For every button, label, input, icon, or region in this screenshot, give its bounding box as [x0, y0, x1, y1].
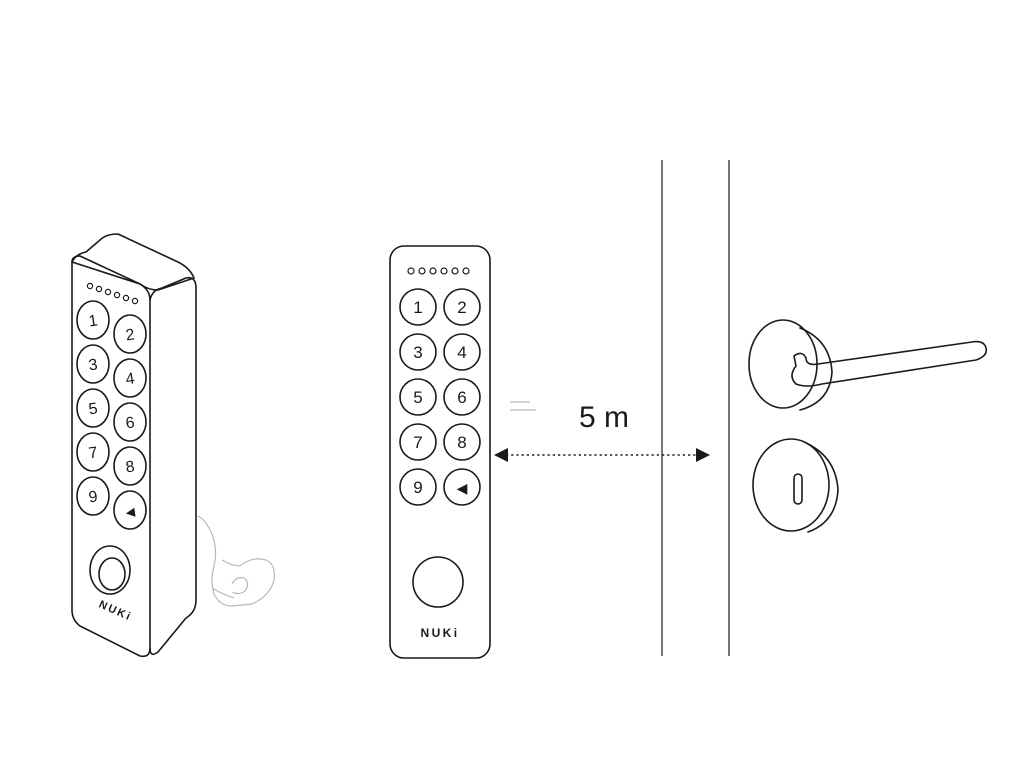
keypad-iso-key-shape: [76, 432, 110, 472]
hand-icon: [197, 515, 275, 607]
keypad-iso-key-label: 2: [125, 326, 136, 344]
keypad-iso-key-label: 7: [88, 444, 99, 462]
keypad-iso-key-shape: [113, 314, 147, 354]
keypad-iso-key-label: 9: [88, 488, 99, 506]
backspace-icon: ◀: [457, 480, 468, 496]
keypad-key-circle: [443, 468, 481, 506]
keypad-side-face: [149, 276, 197, 656]
keypad-front: 1 2 3 4 5 6 7 8 9 ◀ NUKi: [389, 245, 491, 659]
keypad-key-label: 4: [457, 343, 466, 362]
keypad-key-circle: [443, 333, 481, 371]
fingerprint-iso-outer: [89, 545, 131, 595]
keypad-iso-key-shape: [76, 300, 110, 340]
keypad-iso-key: 8: [113, 446, 147, 486]
distance-indicator: 5 m: [494, 401, 710, 462]
keypad-iso-key-shape: [113, 446, 147, 486]
keypad-iso-key: 5: [76, 388, 110, 428]
keypad-key-circle: [399, 468, 437, 506]
keypad-iso-key-label: 3: [88, 356, 99, 374]
keyhole-icon: [752, 438, 839, 533]
keypad-iso-key: 6: [113, 402, 147, 442]
keypad-key: 9: [399, 468, 437, 506]
keypad-iso-key-shape: [76, 476, 110, 516]
fingerprint-iso-inner: [98, 557, 126, 591]
keypad-iso-key-shape: [113, 358, 147, 398]
keypad-key: 5: [399, 378, 437, 416]
keypad-iso-key-shape: [113, 402, 147, 442]
door-handle-icon: [748, 319, 988, 411]
keypad-key-label: 6: [457, 388, 466, 407]
keypad-key-circle: [399, 423, 437, 461]
keypad-iso-key-shape: [76, 344, 110, 384]
keypad-key: 4: [443, 333, 481, 371]
keypad-iso-key-shape: [76, 388, 110, 428]
keypad-iso-keys: 1 2 3 4 5 6 7 8 9 ◀: [76, 300, 147, 530]
distance-label: 5 m: [579, 401, 629, 434]
keypad-iso-key: 1: [76, 300, 110, 340]
arrow-right-icon: [696, 448, 710, 462]
keypad-iso-key: 3: [76, 344, 110, 384]
keypad-top-face: [71, 233, 195, 291]
keypad-key: 7: [399, 423, 437, 461]
keypad-key-label: 9: [413, 478, 422, 497]
keypad-key: 2: [443, 288, 481, 326]
keypad-key-label: 5: [413, 388, 422, 407]
keypad-iso-key-label: 6: [125, 414, 136, 432]
keypad-iso-key: 9: [76, 476, 110, 516]
keypad-iso-key: 7: [76, 432, 110, 472]
keypad-key-label: 2: [457, 298, 466, 317]
keypad-key-circle: [443, 288, 481, 326]
keypad-key-circle: [443, 423, 481, 461]
keypad-body: [389, 245, 491, 659]
keypad-iso-leds: [86, 282, 139, 305]
brand-logo-iso: NUKi: [97, 598, 134, 623]
keypad-isometric: 1 2 3 4 5 6 7 8 9 ◀ NUKi: [71, 233, 275, 658]
keypad-leds: [407, 267, 470, 275]
keypad-keys: 1 2 3 4 5 6 7 8 9 ◀: [399, 288, 481, 506]
keypad-key-label: 3: [413, 343, 422, 362]
keypad-key-label: 7: [413, 433, 422, 452]
keypad-iso-key-label: 1: [88, 312, 99, 330]
fingerprint-sensor-icon: [412, 556, 464, 608]
keypad-iso-key-shape: [113, 490, 147, 530]
backspace-iso-icon: ◀: [125, 504, 137, 519]
door-frame: [661, 160, 730, 656]
keypad-key: 8: [443, 423, 481, 461]
keypad-iso-key: ◀: [113, 490, 147, 530]
brand-logo: NUKi: [421, 626, 460, 640]
keypad-key-circle: [399, 288, 437, 326]
keypad-iso-key-label: 4: [125, 370, 136, 388]
keypad-iso-key: 2: [113, 314, 147, 354]
keypad-key: 6: [443, 378, 481, 416]
keypad-key-label: 1: [413, 298, 422, 317]
keypad-key-circle: [443, 378, 481, 416]
keypad-key: ◀: [443, 468, 481, 506]
arrow-left-icon: [494, 448, 508, 462]
keypad-iso-key: 4: [113, 358, 147, 398]
keypad-iso-key-label: 5: [88, 400, 99, 418]
keypad-key-circle: [399, 333, 437, 371]
keypad-front-face: [71, 255, 151, 658]
keypad-key: 3: [399, 333, 437, 371]
keypad-key: 1: [399, 288, 437, 326]
keypad-key-label: 8: [457, 433, 466, 452]
keypad-iso-key-label: 8: [125, 458, 136, 476]
keypad-key-circle: [399, 378, 437, 416]
